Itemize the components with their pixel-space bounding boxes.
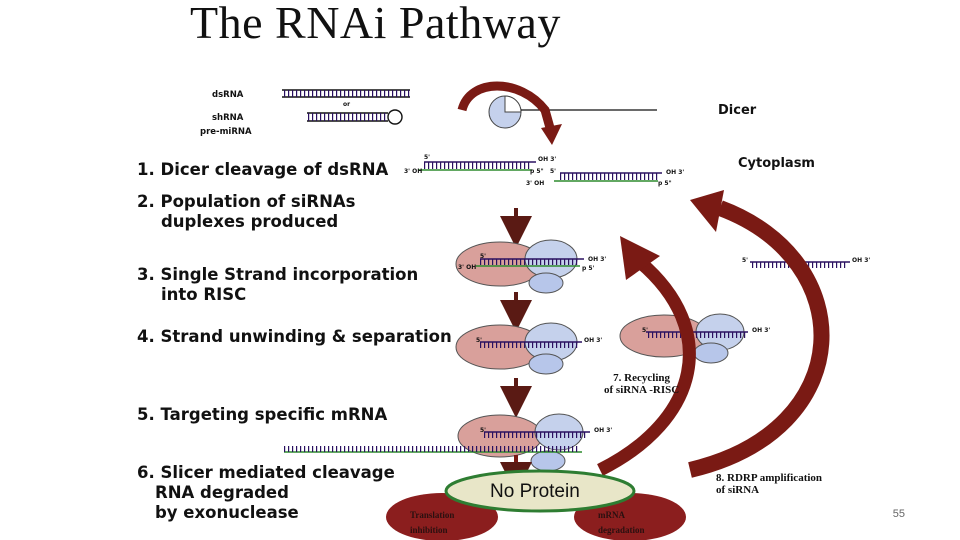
- input-label-shrna: shRNA: [212, 113, 244, 123]
- step-3: 3. Single Strand incorporation into RISC: [137, 265, 418, 305]
- translation-inhibition-line1: Translation: [410, 510, 455, 520]
- step-1: 1. Dicer cleavage of dsRNA: [137, 160, 389, 179]
- recycled-oh3: OH 3': [752, 327, 771, 334]
- rdrp-note-line1: 8. RDRP amplification: [716, 472, 823, 484]
- duplex1-3oh: 3' OH: [404, 168, 423, 175]
- duplex2-p5: p 5": [658, 180, 672, 187]
- rdrp-note-line2: of siRNA: [716, 484, 760, 496]
- recycling-note-line2: of siRNA -RISC: [604, 384, 680, 396]
- step-4: 4. Strand unwinding & separation: [137, 327, 452, 346]
- dicer-label: Dicer: [718, 103, 757, 118]
- duplex2-3oh: 3' OH: [526, 180, 545, 187]
- risc4-5prime: 5': [476, 337, 483, 344]
- risc-complex-3: [455, 239, 584, 294]
- input-label-premirna: pre-miRNA: [200, 127, 252, 137]
- input-label-dsrna: dsRNA: [212, 90, 244, 100]
- risc-complex-5: [457, 413, 590, 472]
- risc3-oh3: OH 3': [588, 256, 607, 263]
- input-label-or: or: [343, 101, 351, 108]
- step-3-line2: into RISC: [161, 285, 247, 304]
- target-mrna: [284, 446, 582, 453]
- step-2-line2: duplexes produced: [161, 212, 339, 231]
- step-6-line1: 6. Slicer mediated cleavage: [137, 463, 395, 482]
- shrna-hairpin: [307, 109, 403, 125]
- mrna-degradation-label: mRNA degradation: [598, 508, 645, 538]
- duplex1-p5: p 5": [530, 168, 544, 175]
- recycling-note-line1: 7. Recycling: [613, 372, 670, 384]
- risc3-3oh: 3' OH: [458, 264, 477, 271]
- step-2-line1: 2. Population of siRNAs: [137, 192, 356, 211]
- risc-complex-4: [455, 322, 582, 375]
- recycled-5prime: 5': [642, 327, 649, 334]
- duplex1-5prime: 5': [424, 154, 431, 161]
- step-2: 2. Population of siRNAs duplexes produce…: [137, 192, 355, 232]
- translation-inhibition-label: Translation inhibition: [410, 508, 454, 538]
- step-6-line3: by exonuclease: [155, 503, 299, 522]
- duplex1-oh3: OH 3': [538, 156, 557, 163]
- duplex2-oh3: OH 3': [666, 169, 685, 176]
- no-protein-label: No Protein: [490, 481, 580, 502]
- risc3-5prime: 5': [480, 253, 487, 260]
- recycling-note: 7. Recycling of siRNA -RISC: [604, 372, 679, 396]
- rdrp-note: 8. RDRP amplification of siRNA: [716, 472, 822, 496]
- risc3-p5: p 5': [582, 265, 595, 272]
- dsrna-strand: [282, 89, 410, 98]
- mrna-degradation-line2: degradation: [598, 525, 645, 535]
- risc5-5prime: 5': [480, 427, 487, 434]
- rdrp-5prime: 5': [742, 257, 749, 264]
- rdrp-arrow: [688, 200, 830, 478]
- no-protein-oval: [444, 469, 636, 513]
- recycling-arrow: [597, 257, 696, 476]
- sirna-duplex-1: [418, 161, 536, 171]
- mrna-degradation-line1: mRNA: [598, 510, 625, 520]
- risc4-oh3: OH 3': [584, 337, 603, 344]
- risc5-oh3: OH 3': [594, 427, 613, 434]
- page-title: The RNAi Pathway: [190, 0, 561, 48]
- rdrp-oh3: OH 3': [852, 257, 871, 264]
- step-5: 5. Targeting specific mRNA: [137, 405, 388, 424]
- dicer-rotation-arrow: [457, 81, 557, 137]
- translation-inhibition-line2: inhibition: [410, 525, 448, 535]
- dicer-enzyme: [488, 95, 657, 129]
- duplex2-5prime: 5': [550, 168, 557, 175]
- cytoplasm-label: Cytoplasm: [738, 156, 815, 171]
- step-6-line2: RNA degraded: [155, 483, 289, 502]
- step-3-line1: 3. Single Strand incorporation: [137, 265, 419, 284]
- sirna-duplex-2: [554, 172, 662, 182]
- page-number: 55: [892, 508, 905, 520]
- step-6: 6. Slicer mediated cleavage RNA degraded…: [137, 463, 395, 523]
